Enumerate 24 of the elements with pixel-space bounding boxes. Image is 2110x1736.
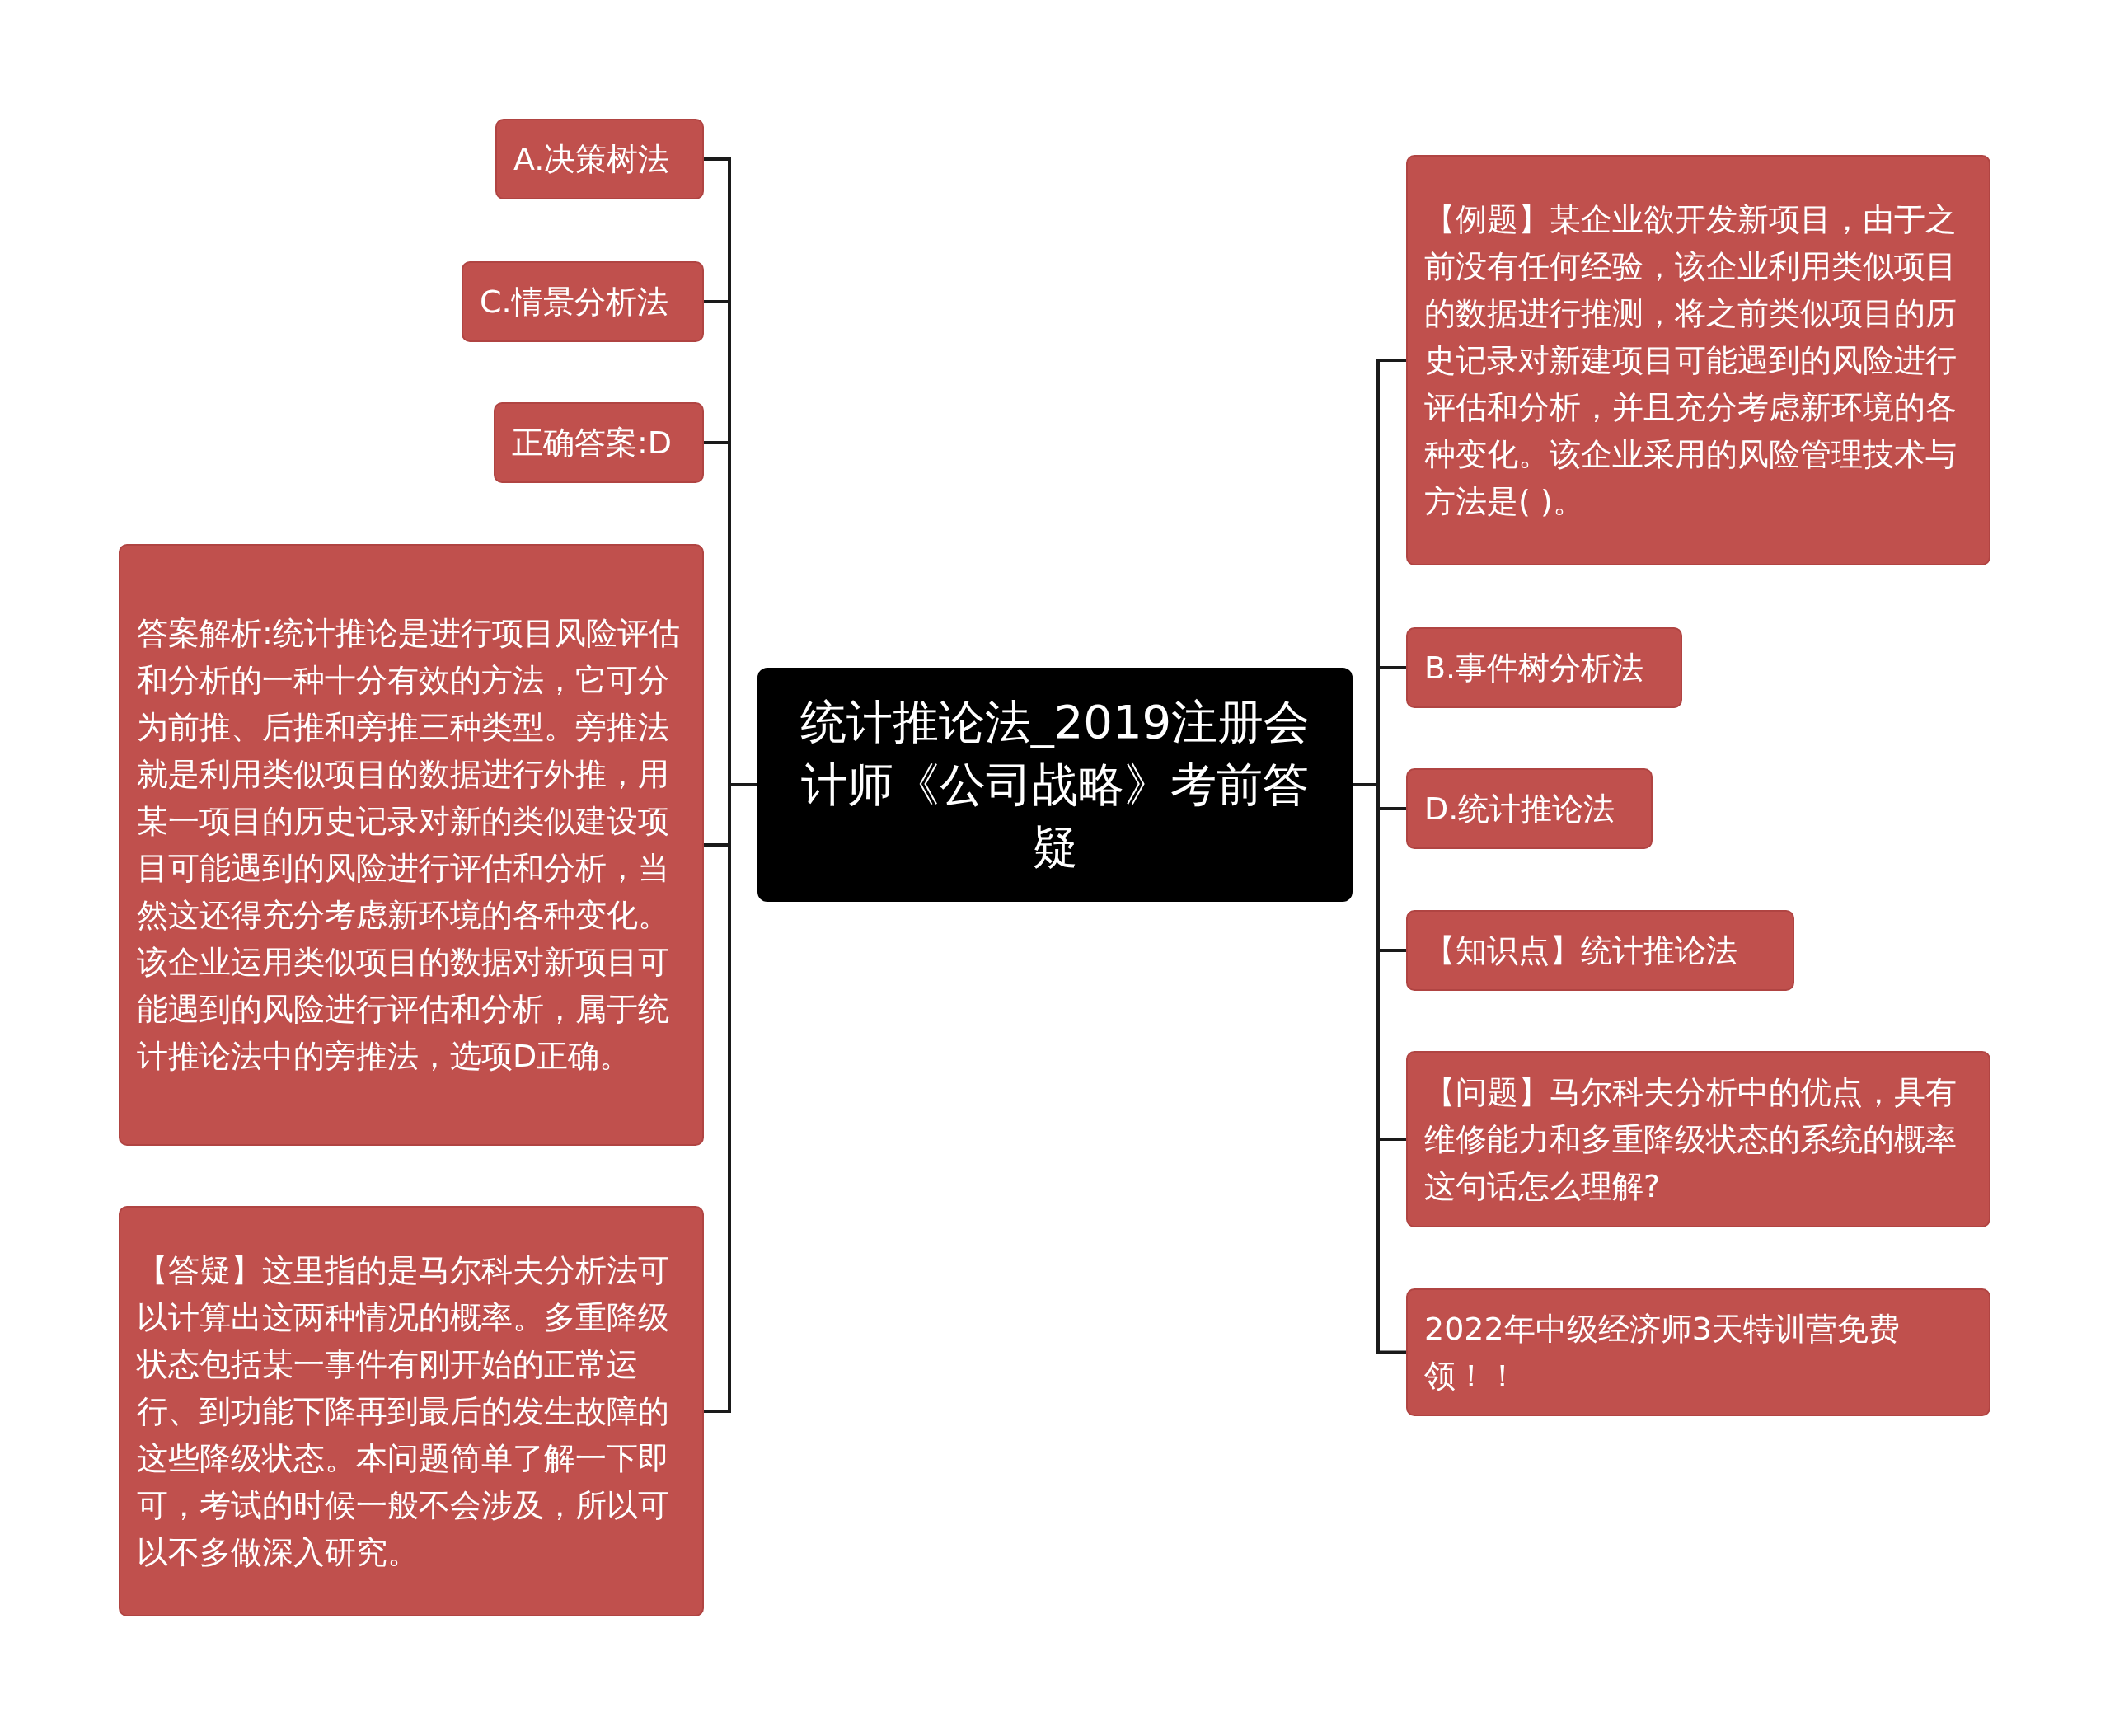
topic-box: [1406, 1288, 1990, 1416]
topic-text: A.决策树法: [513, 139, 671, 179]
topic-text: 【知识点】统计推论法: [1424, 931, 1738, 970]
topic-text: 【问题】马尔科夫分析中的优点，具有维修能力和多重降级状态的系统的概率这句话怎么理解?: [1424, 1072, 1958, 1206]
topic-box: [495, 119, 704, 199]
topic-box: [1406, 1051, 1990, 1227]
topic-text: 【例题】某企业欲开发新项目，由于之前没有任何经验，该企业利用类似项目的数据进行推测，将之前类似项目的历史记录对新建项目可能遇到的风险进行评估和分析，并且充分考虑新环境的各种变化。该企业采用的风险管理技术与方法是( )。: [1424, 199, 1958, 521]
topic-text: 答案解析:统计推论是进行项目风险评估和分析的一种十分有效的方法，它可分为前推、后推和旁推三种类型。旁推法就是利用类似项目的数据进行外推，用某一项目的历史记录对新的类似建设项目可能遇到的风险进行评估和分析，当然这还得充分考虑新环境的各种变化。该企业运用类似项目的数据对新项目可能遇到的风险进行评估和分析，属于统计推论法中的旁推法，选项D正确。: [137, 614, 681, 1076]
topic-text: D.统计推论法: [1424, 789, 1616, 828]
topic-text: 统计推论法_2019注册会计师《公司战略》考前答疑: [799, 694, 1311, 875]
topic-text: B.事件树分析法: [1424, 648, 1645, 687]
topic-box: [462, 261, 704, 342]
topic-text: C.情景分析法: [480, 282, 669, 321]
topic-box: [1406, 155, 1990, 565]
topic-box: [1406, 910, 1794, 991]
topic-box: [119, 1206, 704, 1616]
topic-box: [1406, 627, 1682, 708]
topic-box: [494, 402, 704, 483]
topic-box: [1406, 768, 1653, 849]
topic-box: [119, 544, 704, 1146]
topic-text: 正确答案:D: [512, 423, 673, 462]
topic-text: 【答疑】这里指的是马尔科夫分析法可以计算出这两种情况的概率。多重降级状态包括某一事件有刚开始的正常运行、到功能下降再到最后的发生故障的这些降级状态。本问题简单了解一下即可，考试的时候一般不会涉及，所以可以不多做深入研究。: [137, 1250, 670, 1572]
topic-text: 2022年中级经济师3天特训营免费领！！: [1424, 1309, 1901, 1396]
central-topic-box: [757, 668, 1353, 902]
